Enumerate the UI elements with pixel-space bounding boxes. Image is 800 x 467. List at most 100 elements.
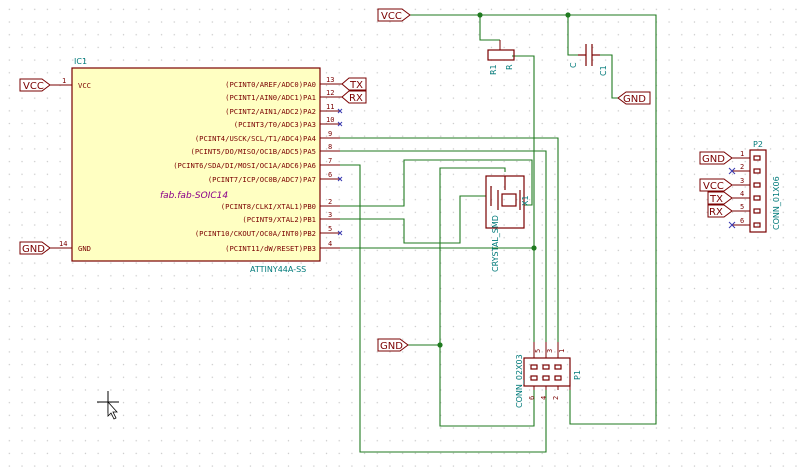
svg-text:6: 6	[328, 171, 332, 179]
svg-text:(PCINT11/dW/RESET)PB3: (PCINT11/dW/RESET)PB3	[225, 244, 316, 253]
svg-text:TX: TX	[349, 80, 363, 91]
p2-nc-2	[728, 167, 736, 175]
p2-pin-3: 3	[732, 177, 761, 188]
svg-text:5: 5	[328, 225, 332, 233]
svg-text:4: 4	[328, 240, 332, 248]
wire-pb0-xtal	[340, 159, 533, 207]
svg-text:6: 6	[528, 396, 536, 400]
p2-value: CONN_01X06	[772, 176, 781, 230]
label-vcc-top[interactable]: VCC	[377, 8, 411, 22]
svg-text:5: 5	[534, 349, 542, 353]
c1-value: C1	[599, 65, 608, 76]
svg-text:GND: GND	[623, 94, 646, 105]
p2-label-vcc[interactable]: VCC	[699, 178, 733, 192]
ic1-body	[71, 67, 321, 262]
junctions	[437, 12, 571, 348]
svg-text:12: 12	[326, 89, 334, 97]
svg-text:8: 8	[328, 143, 332, 151]
wire-xtal-gnd	[439, 167, 535, 427]
svg-text:VCC: VCC	[703, 181, 724, 192]
ic1-pin-11: 11(PCINT2/AIN1/ADC2)PA2	[225, 103, 340, 116]
svg-text:4: 4	[740, 190, 744, 198]
ic1-footprint: fab.fab-SOIC14	[160, 191, 228, 201]
svg-text:3: 3	[328, 211, 332, 219]
label-vcc-ic[interactable]: VCC	[19, 78, 51, 92]
svg-text:7: 7	[328, 157, 332, 165]
p2-pin-6: 6	[732, 217, 761, 228]
crosshair-cursor-icon	[97, 391, 119, 420]
ic1-symbol[interactable]: IC1 ATTINY44A-SS fab.fab-SOIC14 1 VCC 14…	[50, 57, 343, 274]
ic1-pin-8: 8(PCINT5/DO/MISO/OC1B/ADC5)PA5	[191, 143, 340, 156]
wire-r1-top	[479, 15, 500, 41]
p2-symbol[interactable]: P2 CONN_01X06 1 2 3 4 5 6 GND VCC TX RX	[699, 140, 781, 233]
p2-pin-1: 1	[732, 150, 761, 161]
svg-text:1: 1	[740, 150, 744, 158]
svg-text:GND: GND	[380, 341, 403, 352]
svg-text:3: 3	[740, 177, 744, 185]
svg-text:2: 2	[552, 396, 560, 400]
crystal-value: CRYSTAL_SMD	[491, 215, 500, 272]
ic1-pin-5: 5 (PCINT10/CKOUT/OC0A/INT0)PB2	[195, 225, 340, 238]
svg-text:3: 3	[546, 349, 554, 353]
p2-nc-6	[728, 221, 736, 229]
svg-text:(PCINT10/CKOUT/OC0A/INT0)PB2: (PCINT10/CKOUT/OC0A/INT0)PB2	[195, 229, 316, 238]
ic1-ref: IC1	[74, 57, 87, 66]
label-gnd-cap[interactable]: GND	[617, 91, 651, 105]
svg-text:TX: TX	[709, 194, 723, 205]
svg-text:(PCINT9/XTAL2)PB1: (PCINT9/XTAL2)PB1	[242, 215, 316, 224]
label-tx-ic[interactable]: TX	[341, 77, 367, 91]
svg-text:VCC: VCC	[381, 11, 402, 22]
label-gnd-ic[interactable]: GND	[19, 241, 51, 255]
svg-text:(PCINT4/USCK/SCL/T1/ADC4)PA4: (PCINT4/USCK/SCL/T1/ADC4)PA4	[195, 134, 316, 143]
ic1-pin-3: 3 (PCINT9/XTAL2)PB1	[242, 211, 340, 224]
r1-value: R	[505, 64, 514, 70]
label-gnd-isp[interactable]: GND	[377, 338, 409, 352]
svg-text:10: 10	[326, 116, 334, 124]
p2-pin-5: 5	[732, 203, 761, 214]
svg-text:9: 9	[328, 130, 332, 138]
wire-pa6-mosi	[340, 164, 547, 453]
svg-text:6: 6	[740, 217, 744, 225]
svg-text:(PCINT1/AIN0/ADC1)PA1: (PCINT1/AIN0/ADC1)PA1	[225, 93, 316, 102]
p2-label-gnd[interactable]: GND	[699, 151, 733, 165]
svg-text:GND: GND	[22, 244, 45, 255]
crystal-core	[501, 193, 517, 207]
wire-pb1-xtal	[340, 195, 486, 244]
svg-text:13: 13	[326, 76, 334, 84]
p2-label-tx[interactable]: TX	[707, 191, 733, 205]
junction-reset	[531, 245, 537, 251]
p2-pins: 1 2 3 4 5 6	[732, 150, 761, 228]
c1-symbol[interactable]: C C1	[569, 44, 608, 76]
p2-pin-2: 2	[732, 163, 761, 174]
ic1-pin-4: 4 (PCINT11/dW/RESET)PB3	[225, 240, 340, 253]
svg-text:11: 11	[326, 103, 334, 111]
r1-symbol[interactable]: R1 R	[487, 40, 515, 75]
p1-body	[523, 357, 571, 387]
p1-value: CONN_02X03	[515, 354, 524, 408]
svg-text:5: 5	[740, 203, 744, 211]
svg-text:4: 4	[540, 396, 548, 400]
ic1-pin-7: 7(PCINT6/SDA/DI/MOSI/OC1A/ADC6)PA6	[173, 157, 340, 170]
ic1-pin-6: 6(PCINT7/ICP/OC0B/ADC7)PA7	[208, 171, 340, 184]
svg-text:VCC: VCC	[23, 81, 44, 92]
junction-r1	[477, 12, 483, 18]
wire-c1-top	[567, 15, 578, 56]
c1-ref: C	[569, 62, 578, 68]
svg-text:RX: RX	[709, 207, 723, 218]
crystal-ref: X1	[521, 195, 530, 206]
ic1-no-connects	[337, 108, 343, 236]
svg-text:(PCINT0/AREF/ADC0)PA0: (PCINT0/AREF/ADC0)PA0	[225, 80, 316, 89]
ic1-pin-14-name: GND	[78, 244, 91, 253]
wire-c1-gnd	[600, 54, 618, 99]
label-rx-ic[interactable]: RX	[341, 90, 367, 104]
ic1-pin-9: 9 (PCINT4/USCK/SCL/T1/ADC4)PA4	[195, 130, 340, 143]
junction-c1	[565, 12, 571, 18]
ic1-pin-1-num: 1	[62, 77, 66, 85]
crystal-symbol[interactable]: X1 CRYSTAL_SMD	[485, 175, 530, 272]
ic1-pin-10: 10(PCINT3/T0/ADC3)PA3	[234, 116, 340, 129]
p2-label-rx[interactable]: RX	[707, 204, 733, 218]
p2-pin-4: 4	[732, 190, 761, 201]
p1-symbol[interactable]: 5 3 1 6 4 2 P1 CONN_02X03	[515, 342, 582, 408]
junction-gnd	[437, 342, 443, 348]
